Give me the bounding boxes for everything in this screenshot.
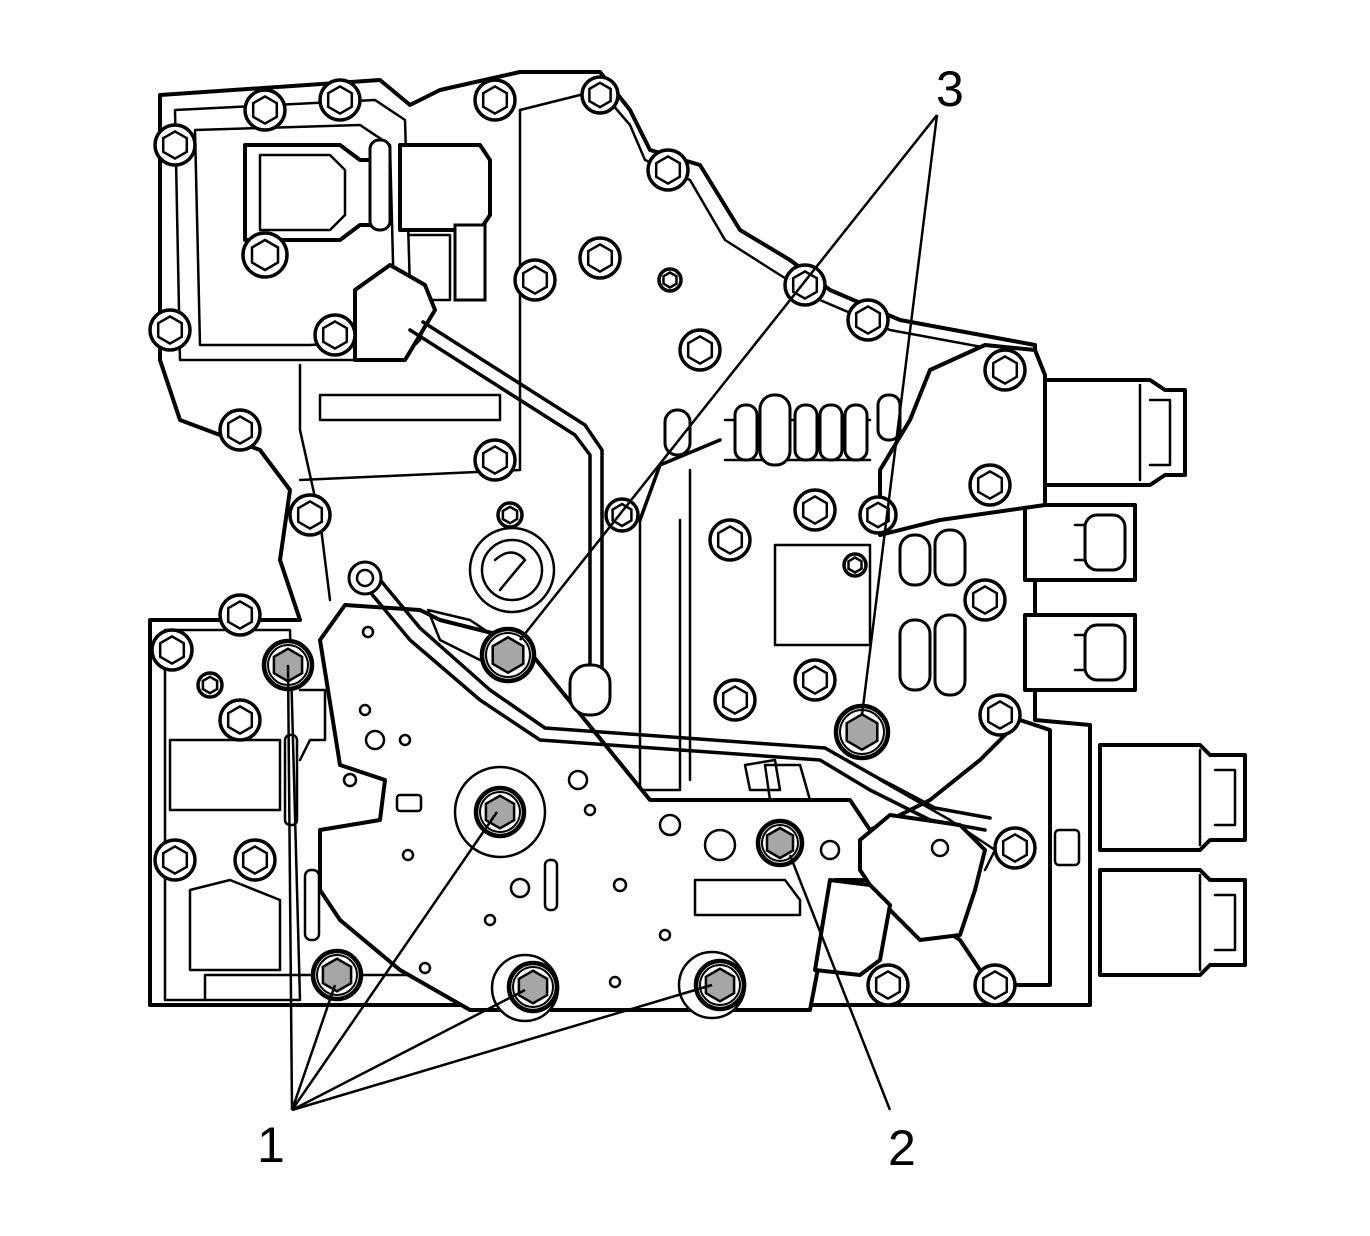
bolt-callout-3-a [479, 626, 537, 684]
bolt-26 [963, 578, 1007, 622]
leader-1d [291, 988, 526, 1112]
bolt-25 [842, 552, 868, 578]
leader-1a [286, 664, 294, 1111]
bolt-39 [657, 267, 683, 293]
leader-3b [860, 114, 939, 716]
bolt-4 [473, 78, 517, 122]
bolt-callout-2 [755, 818, 805, 868]
bolt-7 [241, 231, 289, 279]
bolt-23 [708, 518, 752, 562]
bolt-9 [578, 236, 622, 280]
bolt-12 [678, 328, 722, 372]
leader-1b [290, 984, 337, 1111]
oil-tubes [347, 320, 992, 832]
solenoid-cover [243, 138, 492, 362]
leader-1e [291, 983, 713, 1112]
bolt-32 [793, 658, 837, 702]
bolt-5 [580, 75, 620, 115]
bolt-24 [968, 463, 1012, 507]
spool-valves [663, 393, 967, 697]
bolt-28 [150, 628, 194, 672]
bolt-callout-1-c [473, 785, 527, 839]
bolt-38 [973, 963, 1017, 1007]
bolt-34 [153, 838, 197, 882]
bolt-1 [153, 123, 197, 167]
bolt-11 [846, 298, 890, 342]
bolt-18 [288, 493, 332, 537]
bolt-22 [858, 495, 898, 535]
bolt-8 [513, 258, 557, 302]
bolt-callout-1-b [310, 948, 364, 1002]
bolt-37 [866, 963, 910, 1007]
bolt-20 [496, 501, 524, 529]
leader-1c [290, 811, 499, 1111]
callout-1: 1 [257, 1117, 285, 1173]
housing-bolts [148, 75, 1037, 1007]
bolt-35 [233, 838, 277, 882]
callout-3: 3 [936, 61, 964, 117]
bolt-13 [983, 348, 1027, 392]
bolt-callout-1-d [506, 960, 560, 1014]
bolt-6 [646, 148, 690, 192]
bolt-31 [713, 678, 757, 722]
bolt-3 [318, 78, 362, 122]
bolt-10 [783, 263, 827, 307]
bolt-17 [473, 438, 517, 482]
bolt-callout-3-b [833, 703, 891, 761]
bolt-21 [793, 488, 837, 532]
bolt-2 [243, 88, 287, 132]
bolt-15 [313, 313, 357, 357]
bolt-14 [148, 308, 192, 352]
solenoid-connectors [1023, 378, 1247, 977]
bolt-27 [218, 593, 262, 637]
bolt-29 [196, 671, 224, 699]
leader-2 [788, 854, 892, 1111]
leader-lines [286, 114, 939, 1112]
bolt-16 [218, 408, 262, 452]
bolt-callout-1-e [693, 958, 747, 1012]
leader-3a [519, 114, 938, 641]
highlighted-bolts [261, 626, 891, 1023]
detent-plate [168, 603, 1081, 1012]
bolt-36 [993, 826, 1037, 870]
bolt-30 [218, 698, 262, 742]
callout-2: 2 [888, 1120, 916, 1176]
bolt-33 [978, 693, 1022, 737]
